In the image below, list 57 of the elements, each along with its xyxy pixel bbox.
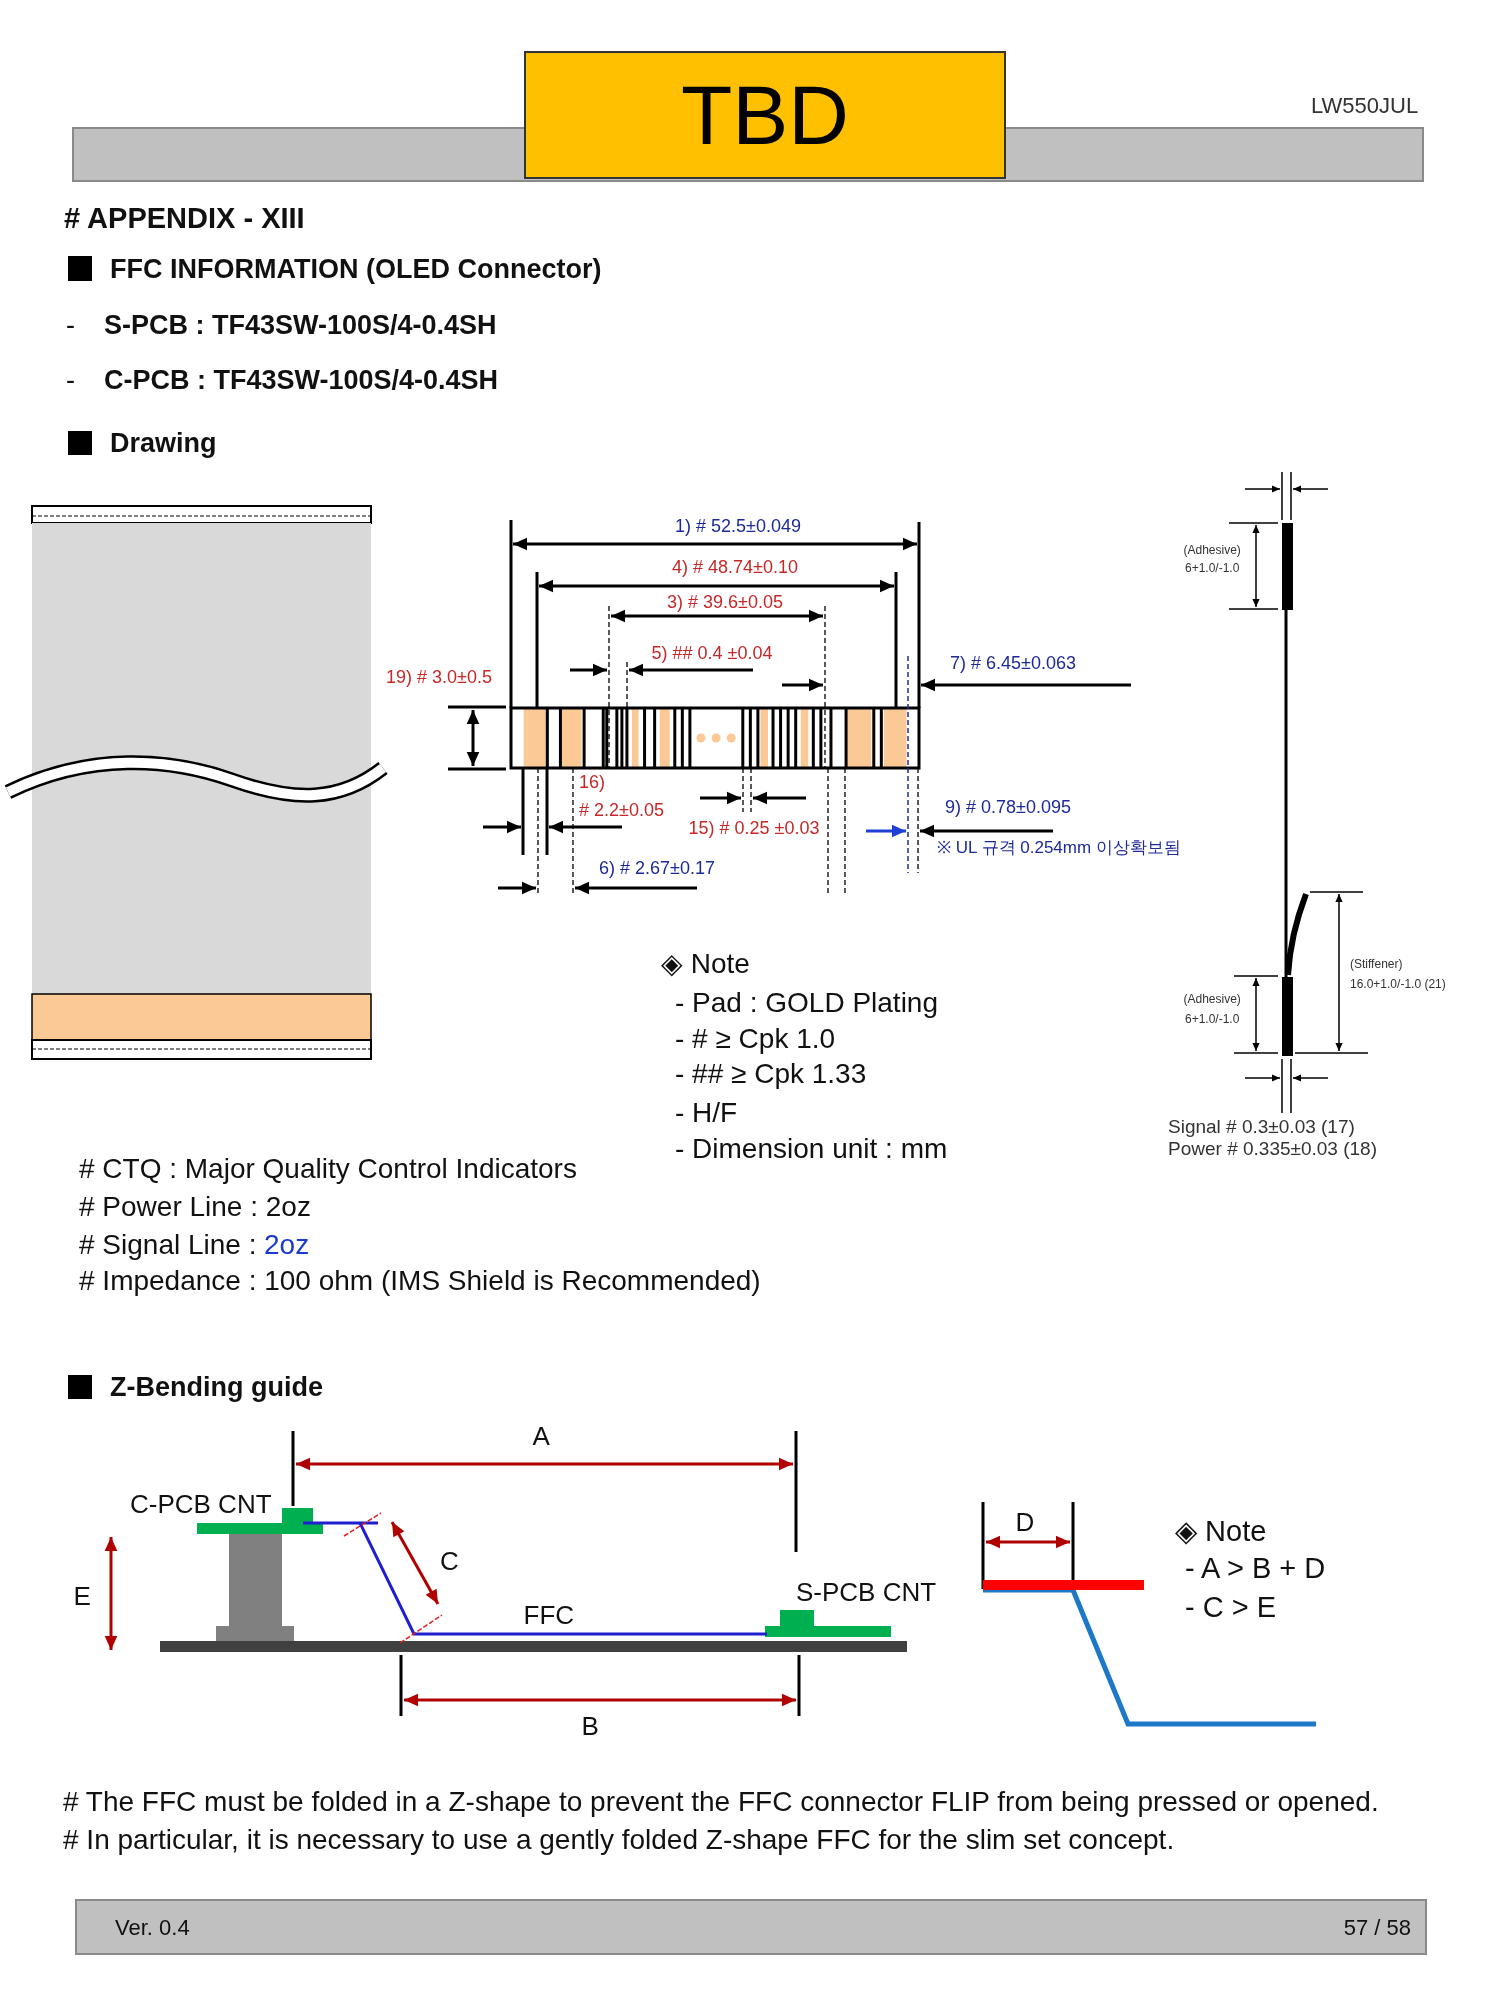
note-text: # Power Line : 2oz bbox=[79, 1190, 311, 1224]
dimension-letter: B bbox=[581, 1711, 599, 1743]
note-text: 2oz bbox=[264, 1228, 310, 1262]
dimension-label: 3) # 39.6±0.05 bbox=[667, 592, 783, 614]
page-code: LW550JUL bbox=[1311, 92, 1419, 120]
dimension-label: Power # 0.335±0.03 (18) bbox=[1168, 1137, 1377, 1161]
dimension-label: # 2.2±0.05 bbox=[579, 800, 664, 822]
part-number-text: S-PCB : TF43SW-100S/4-0.4SH bbox=[104, 308, 497, 342]
note-heading: ◈ Note bbox=[1175, 1513, 1267, 1549]
dimension-label: 16) bbox=[579, 772, 605, 794]
note-text: ※ UL 규격 0.254mm 이상확보됨 bbox=[937, 837, 1181, 859]
dimension-label: 6) # 2.67±0.17 bbox=[599, 858, 715, 880]
note-text: - Dimension unit : mm bbox=[675, 1132, 948, 1166]
note-text: - Pad : GOLD Plating bbox=[675, 986, 938, 1020]
dimension-letter: C bbox=[440, 1546, 459, 1578]
page-number: 57 / 58 bbox=[1343, 1915, 1411, 1941]
version-text: Ver. 0.4 bbox=[115, 1915, 190, 1941]
note-text: # The FFC must be folded in a Z-shape to prevent the FFC connector FLIP from being pressed or opened. bbox=[63, 1785, 1379, 1819]
section-heading: FFC INFORMATION (OLED Connector) bbox=[110, 252, 602, 286]
dimension-label: 6+1.0/-1.0 bbox=[1185, 1011, 1240, 1027]
dimension-label: 1) # 52.5±0.049 bbox=[675, 516, 801, 538]
footer-bar bbox=[75, 1899, 1427, 1955]
note-text: # Signal Line : bbox=[79, 1228, 257, 1262]
bullet-dash: - bbox=[66, 363, 75, 397]
note-text: - ## ≥ Cpk 1.33 bbox=[675, 1057, 867, 1091]
dimension-label: (Adhesive) bbox=[1183, 991, 1241, 1007]
dimension-letter: E bbox=[73, 1581, 91, 1613]
note-text: - C > E bbox=[1185, 1589, 1277, 1625]
bullet-dash: - bbox=[66, 308, 75, 342]
dimension-label: 7) # 6.45±0.063 bbox=[950, 653, 1076, 675]
dimension-label: 5) ## 0.4 ±0.04 bbox=[651, 643, 773, 665]
note-text: - H/F bbox=[675, 1096, 738, 1130]
dimension-label: 6+1.0/-1.0 bbox=[1185, 560, 1240, 576]
part-label: C-PCB CNT bbox=[130, 1489, 272, 1521]
note-text: # Impedance : 100 ohm (IMS Shield is Recommended) bbox=[79, 1264, 761, 1298]
dimension-label: 9) # 0.78±0.095 bbox=[945, 797, 1071, 819]
section-heading: Drawing bbox=[110, 426, 217, 460]
note-text: - A > B + D bbox=[1185, 1550, 1326, 1586]
dimension-label: (Adhesive) bbox=[1183, 542, 1241, 558]
dimension-label: 4) # 48.74±0.10 bbox=[672, 557, 798, 579]
dimension-label: 16.0+1.0/-1.0 (21) bbox=[1350, 976, 1446, 992]
note-text: # In particular, it is necessary to use a gently folded Z-shape FFC for the slim set concept. bbox=[63, 1823, 1175, 1857]
part-label: FFC bbox=[523, 1600, 575, 1632]
note-text: # CTQ : Major Quality Control Indicators bbox=[79, 1152, 577, 1186]
dimension-letter: D bbox=[1015, 1507, 1035, 1539]
dimension-label: 15) # 0.25 ±0.03 bbox=[688, 818, 820, 840]
note-text: - # ≥ Cpk 1.0 bbox=[675, 1022, 836, 1056]
dimension-letter: A bbox=[532, 1421, 550, 1453]
dimension-label: Signal # 0.3±0.03 (17) bbox=[1168, 1115, 1355, 1139]
dimension-label: 19) # 3.0±0.5 bbox=[386, 667, 492, 689]
part-label: S-PCB CNT bbox=[796, 1577, 937, 1609]
part-number-text: C-PCB : TF43SW-100S/4-0.4SH bbox=[104, 363, 499, 397]
note-heading: ◈ Note bbox=[661, 947, 750, 981]
title-box: TBD bbox=[524, 51, 1006, 179]
section-heading: Z-Bending guide bbox=[110, 1370, 323, 1404]
dimension-label: (Stiffener) bbox=[1350, 956, 1403, 972]
appendix-heading: # APPENDIX - XIII bbox=[64, 200, 305, 236]
